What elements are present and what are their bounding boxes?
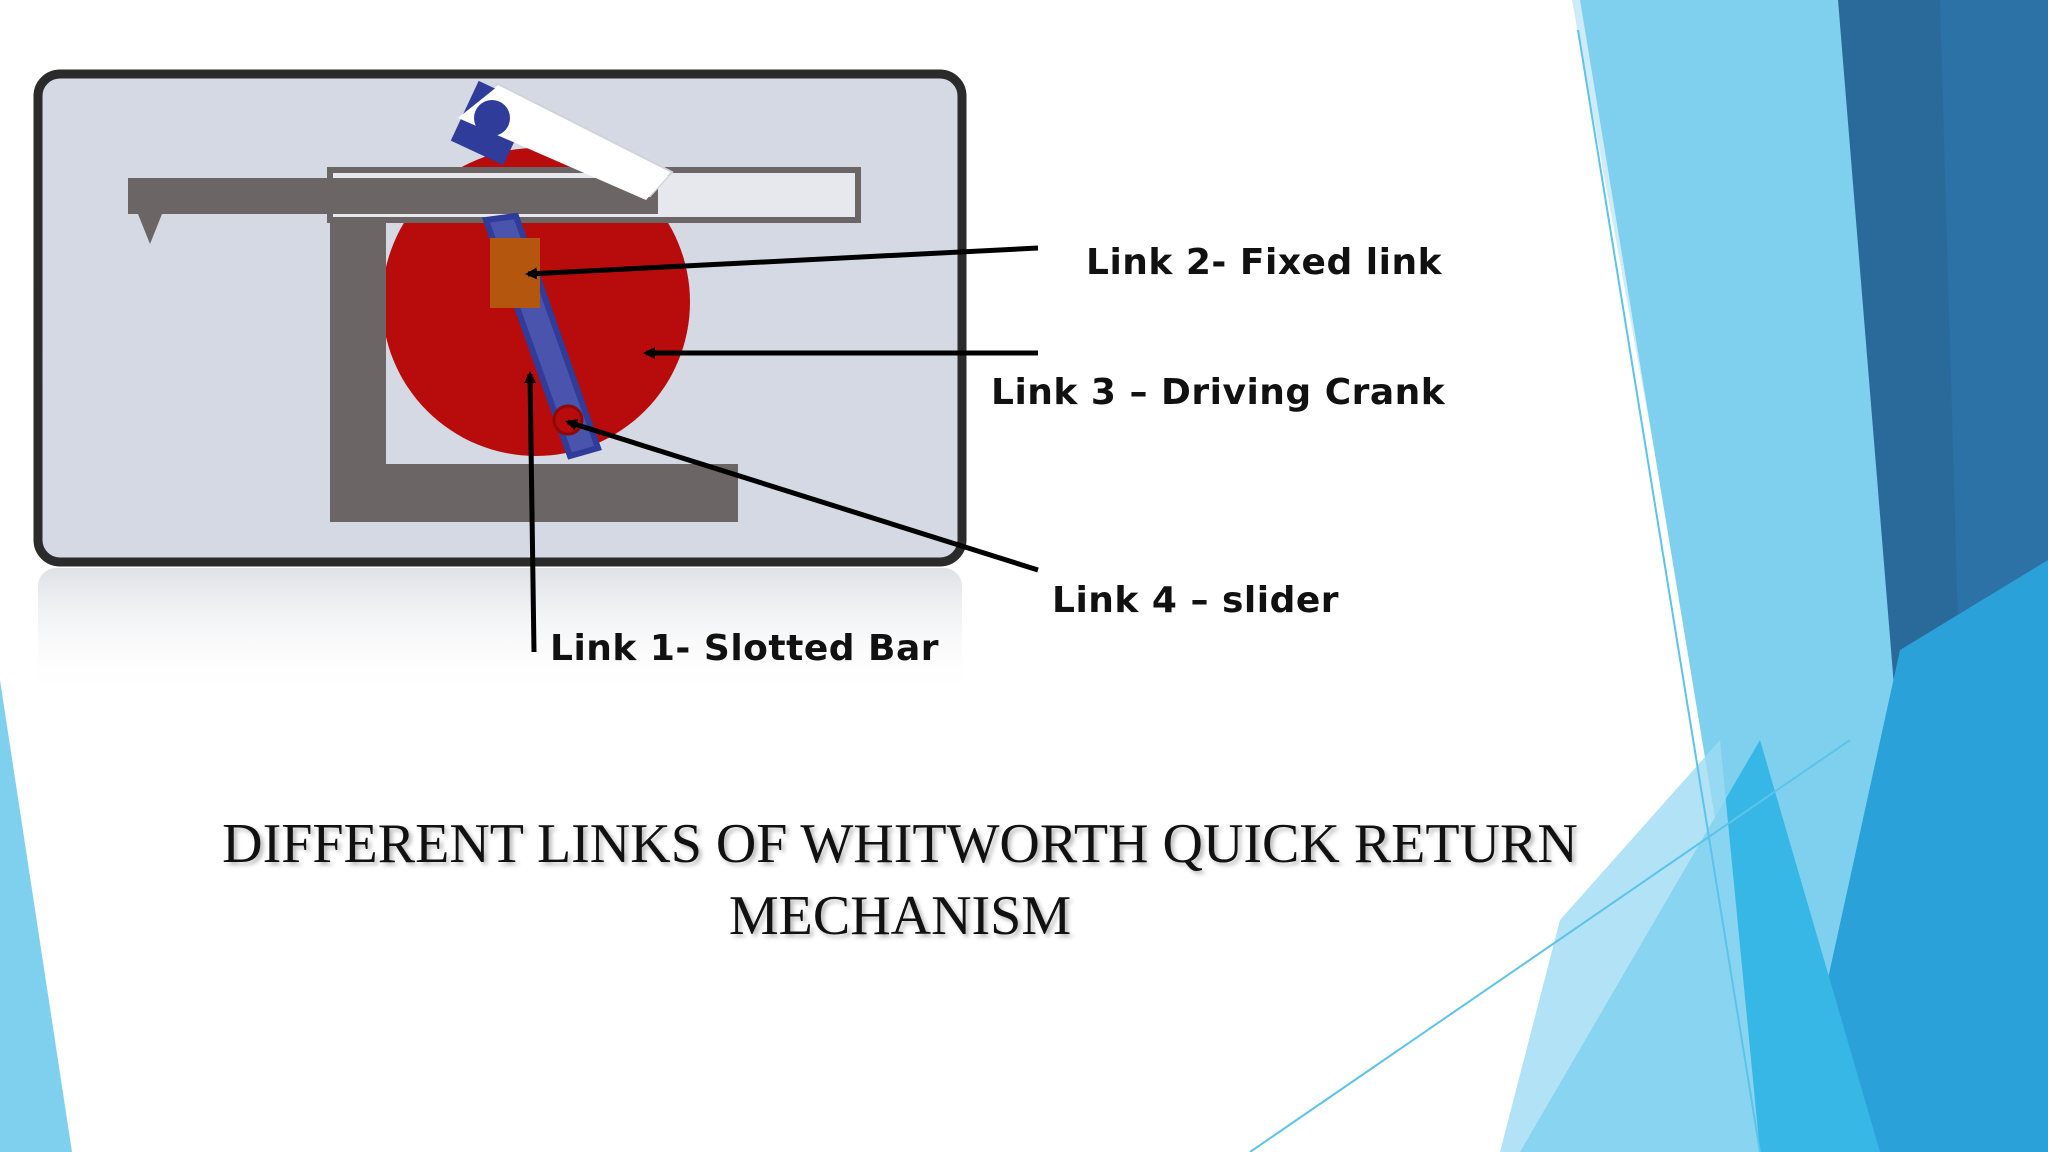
right-shard-navy — [1940, 0, 2048, 760]
left-shard — [0, 680, 72, 1152]
slide-title-line1: DIFFERENT LINKS OF WHITWORTH QUICK RETUR… — [222, 813, 1578, 875]
arrow-link2 — [525, 245, 1039, 280]
fixed-link-column — [330, 168, 386, 522]
thin-line-1 — [1577, 29, 1761, 1152]
link1-label: Link 1- Slotted Bar — [550, 628, 940, 669]
callout-arrows — [524, 245, 1039, 653]
arrow-link4 — [565, 418, 1039, 573]
ram-bar — [128, 178, 658, 244]
top-link-plate — [458, 86, 668, 200]
top-pivot — [474, 100, 510, 136]
crank-pin — [552, 404, 584, 436]
slide-title: DIFFERENT LINKS OF WHITWORTH QUICK RETUR… — [150, 808, 1650, 952]
thin-line-2 — [1249, 739, 1851, 1152]
slide-title-line2: MECHANISM — [728, 885, 1072, 947]
link3-label: Link 3 – Driving Crank — [991, 372, 1446, 413]
right-shard-mid — [1790, 560, 2048, 1152]
link2-label: Link 2- Fixed link — [1086, 242, 1443, 283]
right-shard-pale — [1500, 740, 1760, 1152]
mechanism-illustration — [33, 69, 967, 698]
arrow-link1 — [524, 371, 537, 653]
link4-label: Link 4 – slider — [1052, 580, 1340, 621]
frame-reflection — [38, 568, 962, 698]
